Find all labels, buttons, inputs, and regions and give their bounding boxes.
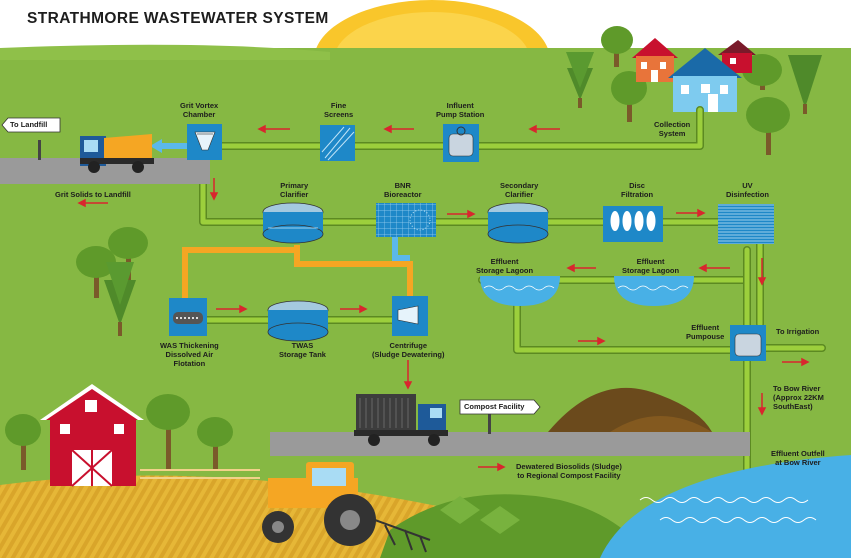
flow-arrows [77, 124, 810, 472]
sludge-truck [354, 394, 448, 446]
influent-pump-station [443, 124, 479, 162]
landfill-sign [1, 117, 61, 160]
barn [40, 384, 144, 487]
sludge-line [182, 247, 297, 300]
compost-sign-text: Compost Facility [464, 402, 525, 411]
twas-storage-tank [267, 300, 329, 342]
was-thickening-daf [169, 298, 207, 336]
farm-trees [5, 394, 233, 470]
effluent-pumphouse [730, 325, 766, 361]
primary-clarifier [262, 202, 324, 244]
dump-truck [80, 134, 154, 173]
compost-sign [459, 399, 541, 434]
air-line [392, 236, 410, 261]
label-grit-solids: Grit Solids to Landfill [55, 190, 131, 199]
disc-filtration [603, 206, 663, 242]
bnr-bioreactor [376, 203, 436, 237]
centrifuge [392, 296, 428, 336]
tractor [262, 462, 431, 553]
uv-disinfection [718, 204, 774, 244]
landfill-sign-text: To Landfill [10, 120, 48, 129]
label-to-irrigation: To Irrigation [776, 327, 820, 336]
effluent-storage-lagoon-left [480, 276, 560, 306]
farm-fields [0, 475, 650, 558]
sludge-line-2 [294, 245, 413, 296]
tree-cluster-left [76, 227, 148, 336]
page-title: STRATHMORE WASTEWATER SYSTEM [27, 10, 329, 27]
secondary-clarifier [487, 202, 549, 244]
bow-river [600, 455, 851, 558]
grit-vortex-chamber [187, 124, 222, 160]
fence [140, 469, 260, 479]
road-bottom [270, 432, 750, 456]
houses [632, 38, 756, 112]
compost-piles [548, 387, 712, 432]
effluent-storage-lagoon-right [614, 276, 694, 306]
label-centrifuge: Centrifuge(Sludge Dewatering) [372, 341, 445, 359]
fine-screens [320, 125, 355, 161]
label-dewatered-biosolids: Dewatered Biosolids (Sludge)to Regional … [516, 462, 622, 480]
